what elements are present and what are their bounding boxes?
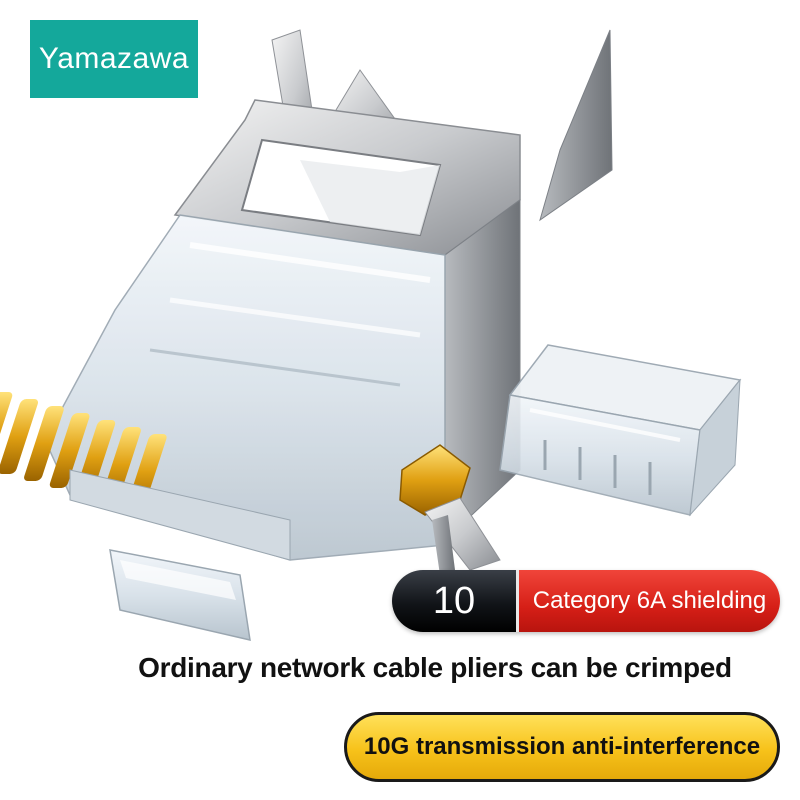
brand-name: Yamazawa	[38, 42, 190, 75]
gold-contact-clip-icon	[399, 444, 501, 575]
feature-badge-label: 10G transmission anti-interference	[363, 733, 761, 760]
brand-badge: Yamazawa	[30, 20, 198, 98]
rj45-connector-icon	[0, 29, 613, 641]
connector-load-bar-icon	[499, 344, 742, 517]
feature-badge: 10G transmission anti-interference	[344, 712, 780, 782]
spec-badge-label: Category 6A shielding	[519, 570, 780, 632]
spec-badge-number: 10	[392, 570, 516, 632]
spec-badge-divider	[516, 570, 519, 632]
tagline: Ordinary network cable pliers can be cri…	[138, 652, 732, 683]
spec-badge: 10 Category 6A shielding	[392, 570, 780, 632]
